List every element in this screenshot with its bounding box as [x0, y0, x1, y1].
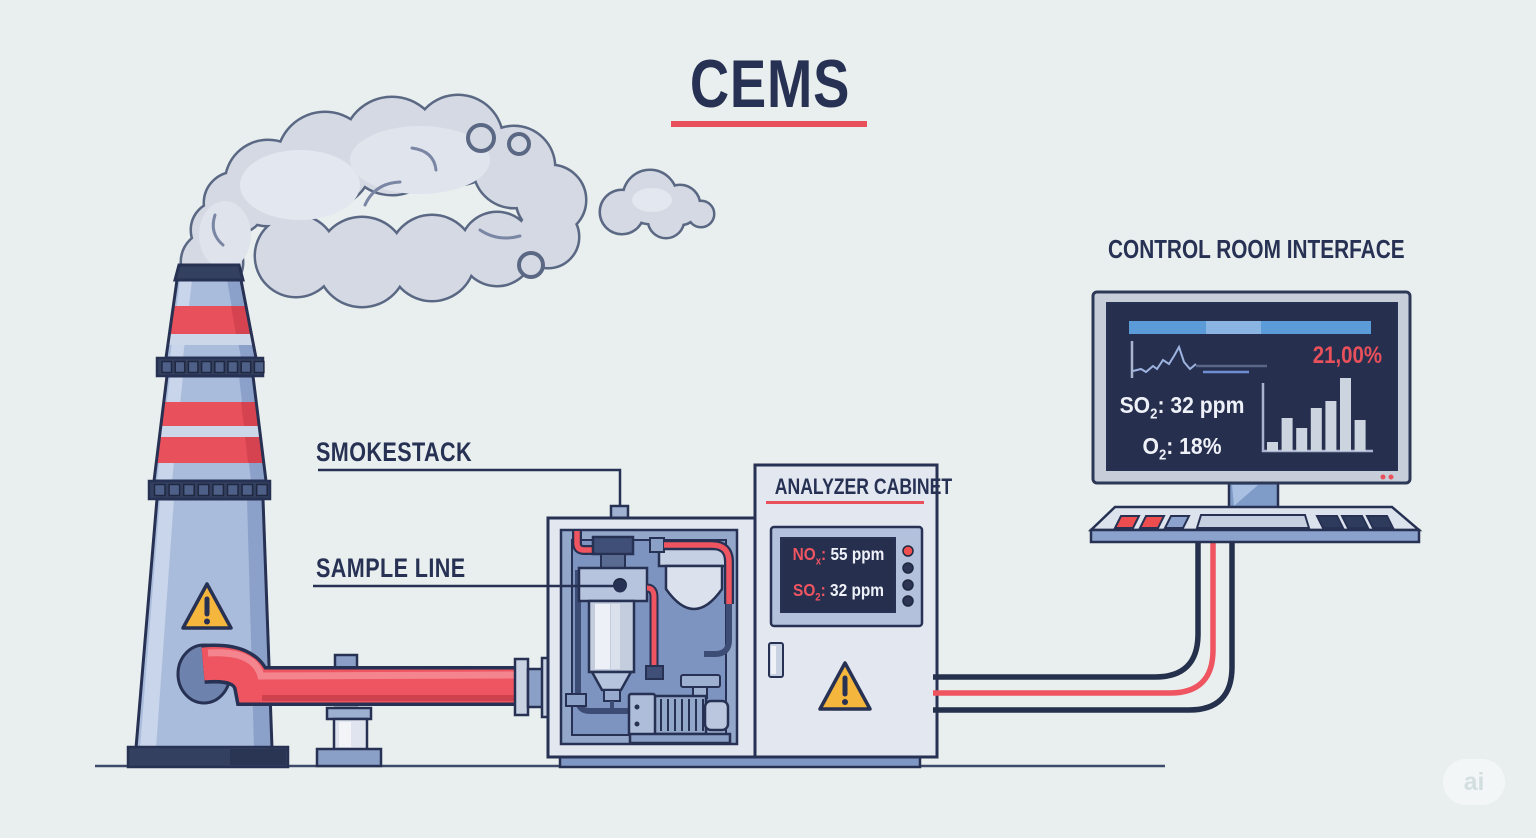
title-underline: [671, 121, 867, 127]
stack-warning-icon: [181, 582, 233, 630]
callout-smokestack: SMOKESTACK: [316, 437, 473, 467]
analyzer-cabinet: [753, 463, 939, 759]
data-cables: [933, 540, 1235, 713]
pipe-support-pedestal: [315, 706, 383, 768]
small-cloud: [601, 171, 713, 237]
sample-line-pipe: [201, 643, 518, 706]
operator-console: [1087, 505, 1423, 544]
console-spacebar: [1195, 514, 1311, 529]
console-key-blue: [1163, 515, 1191, 529]
screen-bar-chart: [1267, 378, 1366, 451]
smokestack: [126, 263, 290, 769]
cabinet-indicator-lights: [902, 545, 914, 607]
console-key-navy-1: [1315, 515, 1345, 529]
smoke-bubbles: [466, 123, 545, 279]
cabinet-warning-icon: [818, 661, 872, 711]
sample-conditioning-unit: [546, 504, 759, 759]
analyzer-cabinet-title: ANALYZER CABINET: [774, 474, 953, 499]
smoke-plume: [182, 96, 585, 306]
callout-sample-line: SAMPLE LINE: [316, 553, 466, 583]
control-room-title: CONTROL ROOM INTERFACE: [1108, 234, 1405, 264]
cabinet-readout-so2: SO2: 32 ppm: [793, 579, 884, 604]
monitor-readout-o2: O2: 18%: [1142, 432, 1222, 464]
cabinet-display-readout: NOx: 55 ppm SO2: 32 ppm: [789, 540, 888, 611]
console-key-red-1: [1113, 515, 1141, 529]
ai-watermark: ai: [1443, 759, 1505, 805]
console-key-navy-2: [1340, 515, 1370, 529]
sample-pump: [627, 674, 732, 745]
console-key-navy-3: [1365, 515, 1395, 529]
cabinet-readout-nox: NOx: 55 ppm: [792, 544, 885, 568]
control-room-monitor: [1091, 290, 1412, 513]
screen-line-chart: [1132, 344, 1197, 374]
page-title: CEMS: [689, 46, 851, 122]
monitor-readout-so2: SO2: 32 ppm: [1119, 392, 1245, 423]
console-key-red-2: [1138, 515, 1166, 529]
monitor-readouts: SO2: 32 ppm O2: 18%: [1119, 390, 1245, 471]
callout-leaders: [313, 468, 627, 593]
filter-unit: [577, 535, 649, 711]
monitor-oxygen-reading: 21,00%: [1312, 342, 1382, 369]
